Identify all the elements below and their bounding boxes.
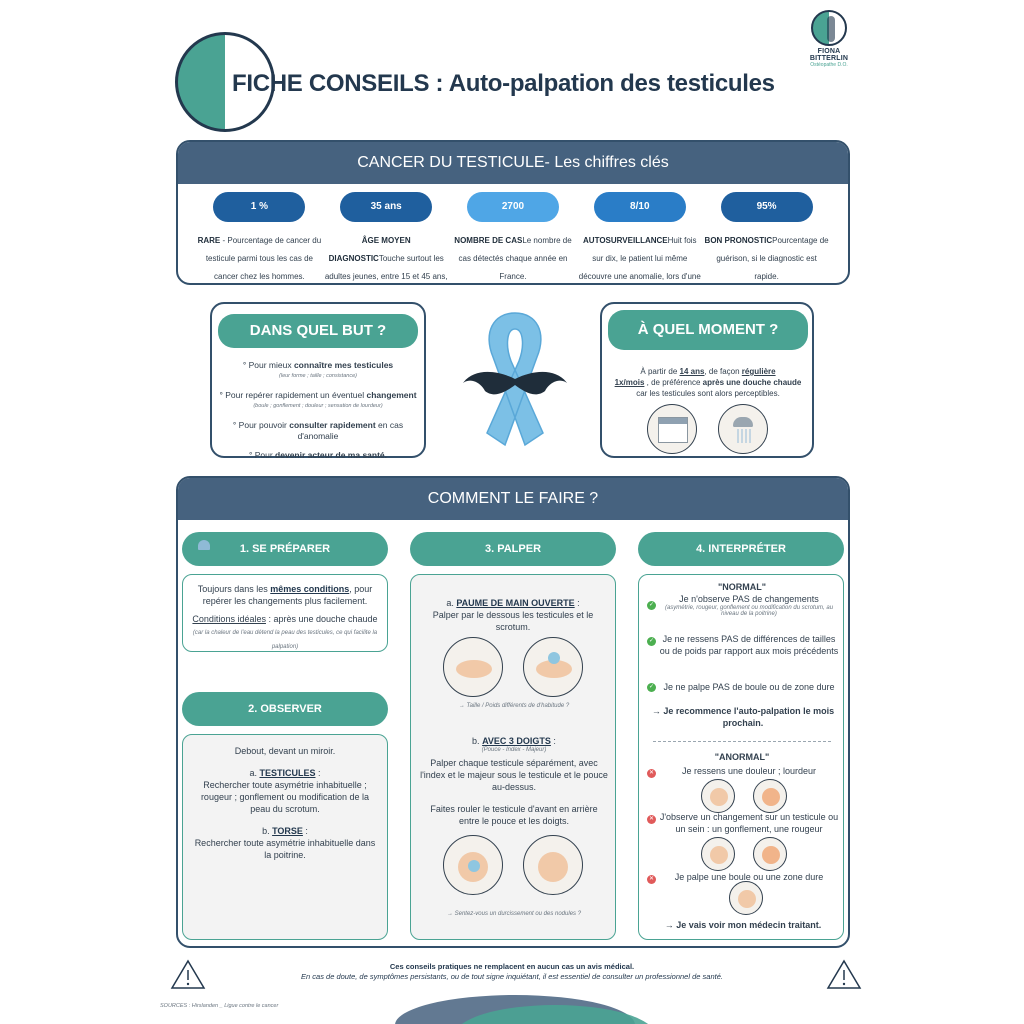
logo-subtitle: Ostéopathe D.O. (810, 62, 848, 68)
title-decoration (175, 32, 275, 132)
why-list: ° Pour mieux connaître mes testicules(le… (218, 360, 418, 461)
prepare-card: Toujours dans les mêmes conditions, pour… (182, 574, 388, 652)
logo-name: FIONA BITTERLIN (809, 48, 849, 62)
open-palm-illustration (443, 637, 503, 697)
key-figures-panel: CANCER DU TESTICULE- Les chiffres clés 1… (176, 140, 850, 285)
how-heading: COMMENT LE FAIRE ? (178, 478, 848, 520)
warning-icon (826, 959, 862, 989)
palm-testicle-illustration (523, 637, 583, 697)
prepare-heading: 1. SE PRÉPARER (182, 532, 388, 566)
key-figure-value: 2700 (466, 192, 559, 222)
disclaimer: Ces conseils pratiques ne remplacent en … (301, 962, 723, 981)
calendar-icon (647, 404, 697, 454)
when-text: À partir de 14 ans, de façon régulière 1… (614, 367, 802, 398)
observe-heading: 2. OBSERVER (182, 692, 388, 726)
sources: SOURCES : Hirslanden _ Ligue contre le c… (160, 1003, 279, 1009)
key-figure-text: - Pourcentage de cancer du testicule par… (205, 236, 322, 281)
pain-illustration-2 (753, 779, 787, 813)
check-icon: ✓ (647, 601, 656, 610)
key-figures-heading: CANCER DU TESTICULE- Les chiffres clés (178, 142, 848, 184)
palpate-card: a. PAUME DE MAIN OUVERTE : Palper par le… (410, 574, 616, 940)
cross-icon: ✕ (647, 769, 656, 778)
logo-icon (811, 10, 847, 46)
check-icon: ✓ (647, 637, 656, 646)
swelling-illustration-1 (701, 837, 735, 871)
observe-card: Debout, devant un miroir. a. TESTICULES … (182, 734, 388, 940)
why-heading: DANS QUEL BUT ? (218, 314, 418, 348)
why-box: DANS QUEL BUT ? ° Pour mieux connaître m… (210, 302, 426, 461)
page-title: FICHE CONSEILS : Auto-palpation des test… (232, 70, 775, 97)
interpret-heading: 4. INTERPRÉTER (638, 532, 844, 566)
divider (653, 741, 831, 742)
key-figure-value: 8/10 (593, 192, 686, 222)
lump-illustration (729, 881, 763, 915)
key-figure-text: Le nombre de cas détectés chaque année e… (458, 236, 572, 281)
pain-illustration-1 (701, 779, 735, 813)
key-figures-list: 1 % RARE - Pourcentage de cancer du testi… (178, 184, 848, 283)
cross-icon: ✕ (647, 815, 656, 824)
interpret-card: "NORMAL" ✓ Je n'observe PAS de changemen… (638, 574, 844, 940)
key-figure-title: BON PRONOSTIC (704, 236, 773, 245)
warning-icon (170, 959, 206, 989)
why-item: ° Pour repérer rapidement un éventuel ch… (219, 390, 417, 409)
key-figure: 1 % RARE - Pourcentage de cancer du testi… (196, 192, 323, 283)
key-figure-text: Touche surtout les adultes jeunes, entre… (324, 254, 448, 281)
why-item: ° Pour pouvoir consulter rapidement en c… (232, 420, 404, 441)
shower-small-icon (198, 540, 210, 550)
key-figure-value: 95% (720, 192, 813, 222)
shower-icon (718, 404, 768, 454)
palpate-heading: 3. PALPER (410, 532, 616, 566)
why-item: ° Pour mieux connaître mes testicules(le… (242, 360, 394, 379)
awareness-ribbon-icon (463, 312, 567, 447)
check-icon: ✓ (647, 683, 656, 692)
cross-icon: ✕ (647, 875, 656, 884)
key-figure-title: AUTOSURVEILLANCE (583, 236, 668, 245)
key-figure: 95% BON PRONOSTICPourcentage de guérison,… (703, 192, 830, 283)
decorative-wave (455, 1005, 655, 1024)
logo: FIONA BITTERLIN Ostéopathe D.O. (800, 10, 858, 68)
key-figure-text: Pourcentage de guérison, si le diagnosti… (716, 236, 829, 281)
three-fingers-illustration-2 (523, 835, 583, 895)
three-fingers-illustration-1 (443, 835, 503, 895)
when-box: À QUEL MOMENT ? À partir de 14 ans, de f… (600, 302, 814, 458)
key-figure-value: 35 ans (340, 192, 433, 222)
swelling-illustration-2 (753, 837, 787, 871)
key-figure-title: ÂGE MOYEN DIAGNOSTIC (328, 236, 411, 263)
when-heading: À QUEL MOMENT ? (608, 310, 808, 350)
key-figure-title: RARE (197, 236, 221, 245)
key-figure-title: NOMBRE DE CAS (454, 236, 523, 245)
key-figure-value: 1 % (213, 192, 306, 222)
why-item: ° Pour devenir acteur de ma santé. (248, 450, 388, 460)
key-figure-text: Huit fois sur dix, le patient lui même d… (578, 236, 701, 281)
